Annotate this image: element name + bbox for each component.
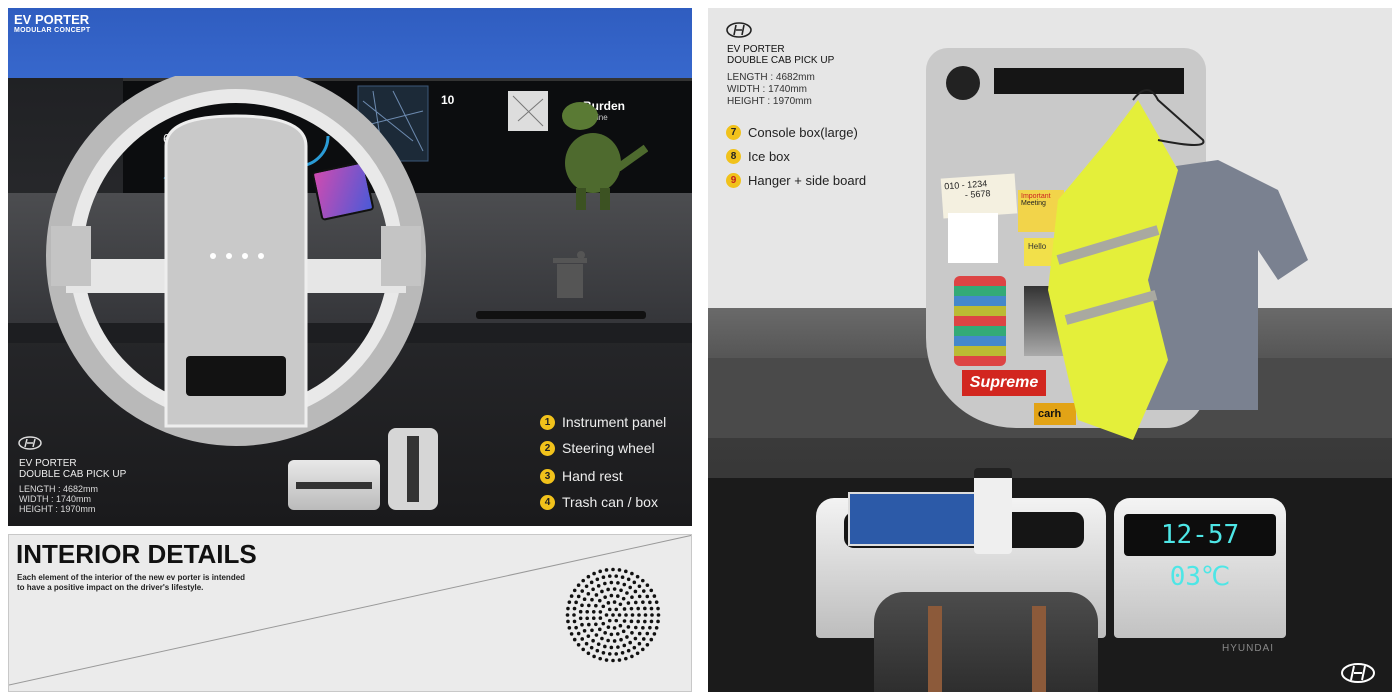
hyundai-corner-logo-icon (1341, 663, 1375, 683)
panel-subtitle: MODULAR CONCEPT (14, 27, 91, 34)
spec-length: LENGTH : 4682mm (19, 484, 99, 494)
diagonal-line (9, 535, 691, 686)
clock-display: 12-57 03℃ (1124, 514, 1276, 592)
hyundai-logo-icon (726, 22, 752, 38)
feature-list: 7 Console box(large) 8 Ice box 9 Hanger + s… (726, 120, 866, 192)
description-line-2: to have a positive impact on the driver'… (17, 583, 204, 592)
hyundai-logo-icon (18, 436, 42, 450)
feature-item: 9 Hanger + side board (726, 168, 866, 192)
interior-details-card: INTERIOR DETAILS Each element of the int… (8, 534, 692, 692)
tumbler-icon (974, 468, 1012, 554)
feature-number: 4 (540, 494, 555, 510)
spec-length: LENGTH : 4682mm (727, 72, 815, 83)
steering-wheel-panel: 10 Burden Amine 64 E (8, 8, 692, 526)
feature-number: 3 (540, 468, 555, 484)
note-text: Important (1021, 193, 1051, 200)
brake-pedal-icon (288, 460, 380, 510)
feature-item: 1 Instrument panel (540, 412, 666, 432)
spec-width: WIDTH : 1740mm (19, 494, 92, 504)
carhartt-sticker: carh (1034, 403, 1076, 425)
trash-can-icon (553, 251, 587, 298)
spec-width: WIDTH : 1740mm (727, 84, 808, 95)
panel-title: EV PORTER (14, 12, 90, 27)
hanging-clothes-icon (1048, 89, 1308, 440)
feature-label: Instrument panel (562, 414, 667, 430)
cargo-panel: 010 - 1234 - 5678 Important Meeting Hell… (708, 8, 1392, 692)
supreme-sticker: Supreme (962, 370, 1046, 396)
car-stickers (954, 276, 1006, 366)
feature-number: 8 (726, 148, 741, 164)
feature-label: Hand rest (562, 468, 623, 484)
feature-label: Trash can / box (562, 494, 658, 510)
dinosaur-toy-icon (562, 102, 648, 210)
hyundai-wordmark: HYUNDAI (1222, 643, 1275, 654)
feature-label: Steering wheel (562, 440, 655, 456)
spec-model: EV PORTER (19, 458, 77, 469)
feature-label: Console box(large) (748, 124, 858, 140)
feature-item: 3 Hand rest (540, 466, 666, 486)
spec-height: HEIGHT : 1970mm (19, 504, 96, 514)
feature-number: 2 (540, 440, 555, 456)
feature-item: 4 Trash can / box (540, 492, 666, 512)
feature-item: 7 Console box(large) (726, 120, 866, 144)
feature-label: Hanger + side board (748, 172, 867, 188)
phone-note: 010 - 1234 - 5678 (940, 173, 1018, 219)
spec-type: DOUBLE CAB PICK UP (19, 469, 127, 480)
hook-knob-icon (946, 66, 980, 100)
steering-wheel-icon[interactable] (36, 76, 441, 446)
glovebox-handle[interactable] (476, 311, 646, 319)
spec-type: DOUBLE CAB PICK UP (727, 55, 835, 66)
note-text: Meeting (1021, 200, 1046, 207)
feature-list: 1 Instrument panel 2 Steering wheel 3 Hand … (540, 412, 666, 512)
feature-number: 1 (540, 414, 555, 430)
accelerator-pedal-icon (388, 428, 438, 510)
description-line-1: Each element of the interior of the new … (17, 573, 246, 582)
feature-number: 9 (726, 172, 741, 188)
ice-box[interactable]: 12-57 03℃ (1114, 498, 1286, 638)
feature-number: 7 (726, 124, 741, 140)
speaker-grille-icon (565, 567, 661, 663)
spec-height: HEIGHT : 1970mm (727, 96, 812, 107)
spec-model: EV PORTER (727, 44, 785, 55)
feature-label: Ice box (748, 148, 790, 164)
feature-item: 8 Ice box (726, 144, 866, 168)
books-icon (848, 492, 976, 546)
dash-number: 10 (441, 93, 455, 107)
feature-item: 2 Steering wheel (540, 438, 666, 458)
bag-icon (874, 592, 1098, 692)
receipt-sticker (948, 213, 998, 263)
hanger-rail (994, 68, 1184, 94)
page-title: INTERIOR DETAILS (16, 539, 257, 569)
